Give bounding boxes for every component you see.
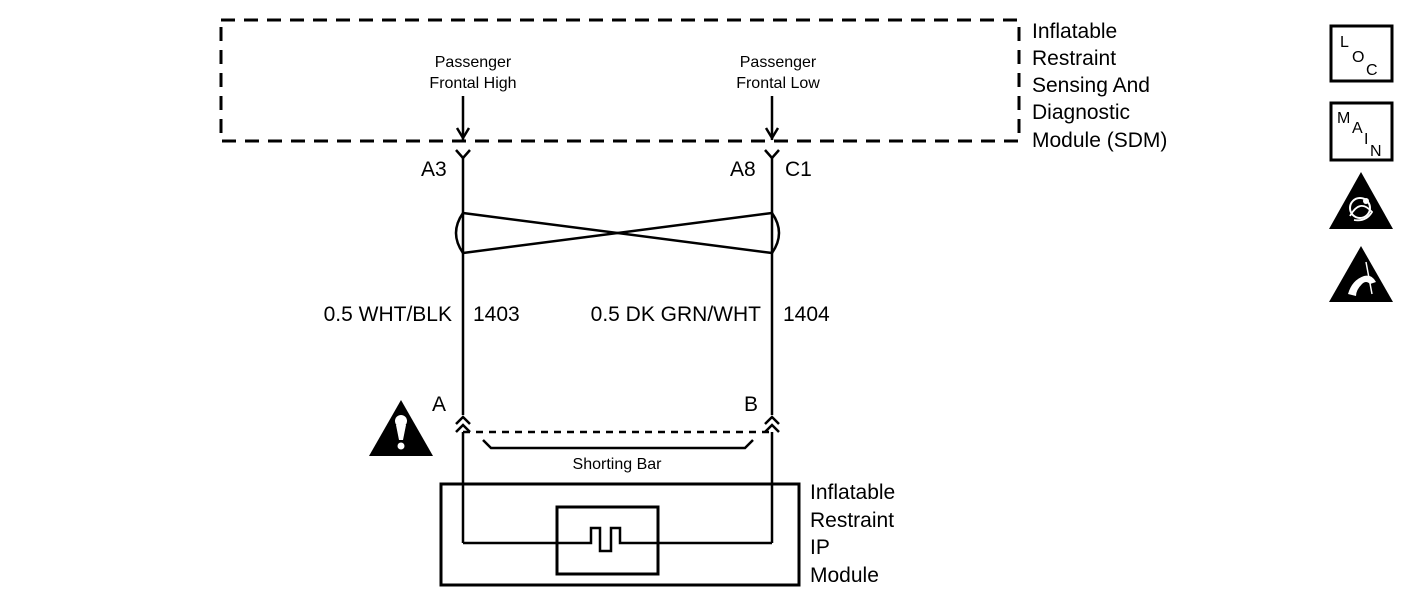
svg-text:A: A xyxy=(1352,120,1363,137)
svg-text:Diagnostic: Diagnostic xyxy=(1032,101,1130,124)
pin-a8-label: A8 xyxy=(730,158,756,181)
pin-b-label: B xyxy=(744,393,758,416)
svg-text:Inflatable: Inflatable xyxy=(1032,20,1117,43)
svg-text:O: O xyxy=(1352,49,1364,66)
module-connector-a xyxy=(455,415,471,433)
svg-text:Frontal Low: Frontal Low xyxy=(736,75,820,92)
wire-1404-circuit: 1404 xyxy=(783,303,830,326)
svg-text:Inflatable: Inflatable xyxy=(810,481,895,504)
signal-arrow-left xyxy=(455,96,471,141)
svg-text:N: N xyxy=(1370,143,1382,160)
svg-text:Module: Module xyxy=(810,564,879,587)
svg-text:Frontal High: Frontal High xyxy=(429,75,516,92)
pin-a-label: A xyxy=(432,393,446,416)
svg-text:C: C xyxy=(1366,62,1378,79)
shorting-bar-label: Shorting Bar xyxy=(573,456,663,473)
svg-text:L: L xyxy=(1340,34,1349,51)
loc-icon: L O C xyxy=(1329,24,1394,83)
svg-text:M: M xyxy=(1337,110,1350,127)
sdm-connector-a8 xyxy=(764,149,780,160)
svg-text:Passenger: Passenger xyxy=(740,54,817,71)
connector-c1-label: C1 xyxy=(785,158,812,181)
pin-a3-label: A3 xyxy=(421,158,447,181)
wire-1403-circuit: 1403 xyxy=(473,303,520,326)
wire-1404-color: 0.5 DK GRN/WHT xyxy=(591,303,762,326)
svg-text:Passenger: Passenger xyxy=(435,54,512,71)
svg-text:Sensing And: Sensing And xyxy=(1032,74,1150,97)
svg-text:I: I xyxy=(1364,131,1368,148)
main-icon: M A I N xyxy=(1329,101,1394,162)
signal-label-frontal-low: Passenger Frontal Low xyxy=(736,54,820,92)
wire-1403-color: 0.5 WHT/BLK xyxy=(324,303,452,326)
ip-module-box xyxy=(439,482,801,587)
svg-text:IP: IP xyxy=(810,536,830,559)
svg-text:Restraint: Restraint xyxy=(810,509,894,532)
sdm-name: Inflatable Restraint Sensing And Diagnos… xyxy=(1032,20,1167,152)
sdm-enclosure xyxy=(219,18,1021,143)
ip-module-name: Inflatable Restraint IP Module xyxy=(810,481,895,587)
esd-caution-icon xyxy=(1329,246,1393,302)
twisted-pair-symbol xyxy=(454,211,781,255)
airbag-caution-icon xyxy=(1329,172,1393,229)
module-connector-b xyxy=(764,415,780,433)
signal-arrow-right xyxy=(764,96,780,141)
squib-element-icon xyxy=(463,505,772,576)
svg-text:Module (SDM): Module (SDM) xyxy=(1032,129,1167,152)
signal-label-frontal-high: Passenger Frontal High xyxy=(429,54,516,92)
svg-text:Restraint: Restraint xyxy=(1032,47,1116,70)
shorting-bar xyxy=(463,430,772,450)
sdm-connector-a3 xyxy=(455,149,471,160)
warning-icon xyxy=(369,400,433,456)
